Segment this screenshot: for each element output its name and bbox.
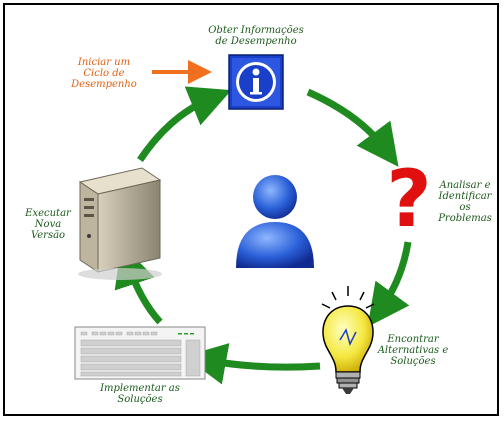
lightbulb-icon [321, 286, 375, 394]
arrow-info-to-question [306, 88, 399, 167]
step-analyze-label: Analisar e Identificar os Problemas [438, 180, 492, 224]
arrow-server-to-info [137, 86, 232, 162]
keyboard-icon [74, 326, 206, 380]
step-get-info-label: Obter Informações de Desempenho [208, 25, 304, 47]
step-execute-label: Executar Nova Versão [25, 208, 71, 241]
svg-text:?: ? [386, 155, 431, 245]
user-silhouette-icon [236, 175, 314, 268]
server-tower-icon [78, 167, 162, 280]
question-mark-icon: ? [386, 155, 431, 245]
arrow-question-to-bulb [367, 241, 412, 327]
step-find-solutions-label: Encontrar Alternativas e Soluções [377, 334, 449, 367]
start-cycle-label: Iniciar um Ciclo de Desempenho [71, 57, 137, 90]
info-icon [228, 54, 284, 110]
step-implement-label: Implementar as Soluções [100, 383, 180, 405]
arrow-bulb-to-keyboard [184, 343, 321, 385]
